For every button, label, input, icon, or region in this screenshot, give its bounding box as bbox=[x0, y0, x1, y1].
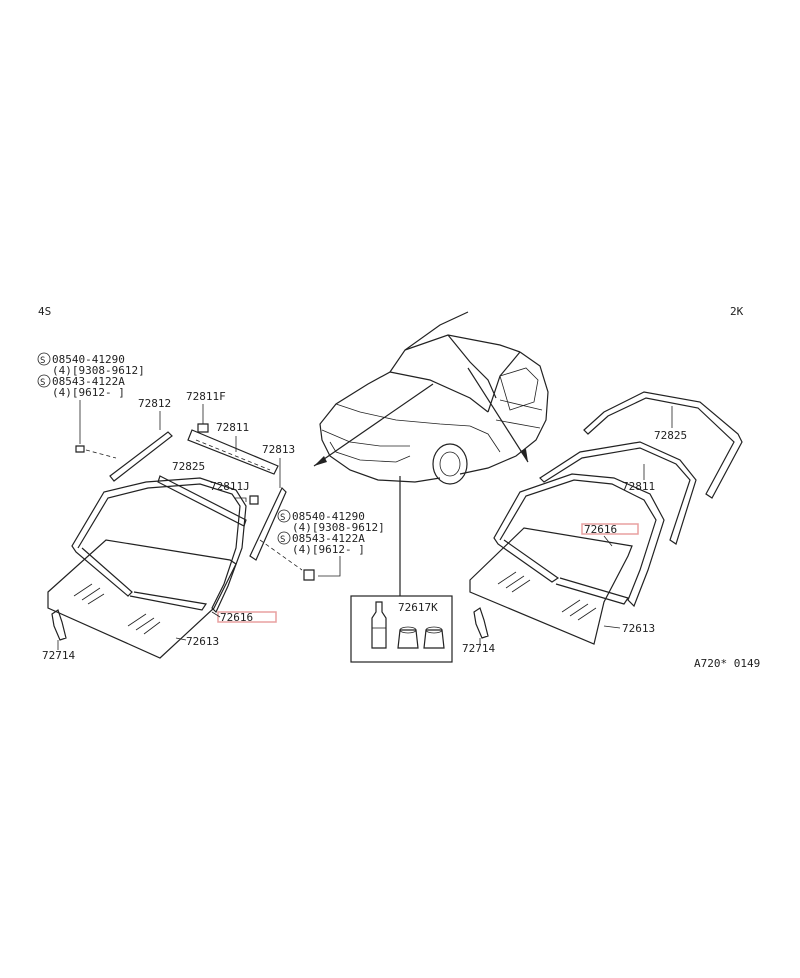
part-72811f-label: 72811F bbox=[186, 390, 226, 403]
screw-symbol: S bbox=[40, 356, 45, 366]
part-72616-label: 72616 bbox=[220, 611, 253, 624]
part-72616-highlight-right bbox=[581, 523, 639, 535]
bolt-code-1: 08540-41290 bbox=[52, 353, 125, 366]
part-72825-label: 72825 bbox=[172, 460, 205, 473]
bolt-code-2: 08543-4122A bbox=[52, 375, 125, 388]
bolt-note-2: (4)[9612- ] bbox=[52, 386, 125, 399]
bolt-code-4: 08543-4122A bbox=[292, 532, 365, 545]
variant-label-2k: 2K bbox=[730, 305, 744, 318]
bolt-note-4: (4)[9612- ] bbox=[292, 543, 365, 556]
part-72812-label: 72812 bbox=[138, 397, 171, 410]
screw-symbol: S bbox=[40, 378, 45, 388]
part-72714-label: 72714 bbox=[42, 649, 75, 662]
right-assembly: 72825 72811 72616 72613 72714 bbox=[462, 391, 743, 655]
part-72613-label: 72613 bbox=[186, 635, 219, 648]
part-72714-label-right: 72714 bbox=[462, 642, 495, 655]
part-72613-label-right: 72613 bbox=[622, 622, 655, 635]
screw-symbol: S bbox=[280, 535, 285, 545]
left-assembly: S 08540-41290 (4)[9308-9612] S 08543-412… bbox=[37, 352, 385, 662]
part-72616-label-right: 72616 bbox=[584, 523, 617, 536]
screw-symbol: S bbox=[280, 513, 285, 523]
drawing-code: A720* 0149 bbox=[694, 657, 760, 670]
part-72825-label-right: 72825 bbox=[654, 429, 687, 442]
part-72811j-label: 72811J bbox=[210, 480, 250, 493]
part-72811-label-right: 72811 bbox=[622, 480, 655, 493]
part-72813-label: 72813 bbox=[262, 443, 295, 456]
bolt-code-3: 08540-41290 bbox=[292, 510, 365, 523]
bolt-note-1: (4)[9308-9612] bbox=[52, 364, 145, 377]
kit-72617k: 72617K bbox=[350, 595, 453, 663]
variant-label-4s: 4S bbox=[38, 305, 51, 318]
part-72617k-label: 72617K bbox=[398, 601, 438, 614]
bolt-note-3: (4)[9308-9612] bbox=[292, 521, 385, 534]
part-72616-highlight bbox=[217, 611, 277, 623]
part-72811-label: 72811 bbox=[216, 421, 249, 434]
car-illustration bbox=[313, 311, 549, 596]
